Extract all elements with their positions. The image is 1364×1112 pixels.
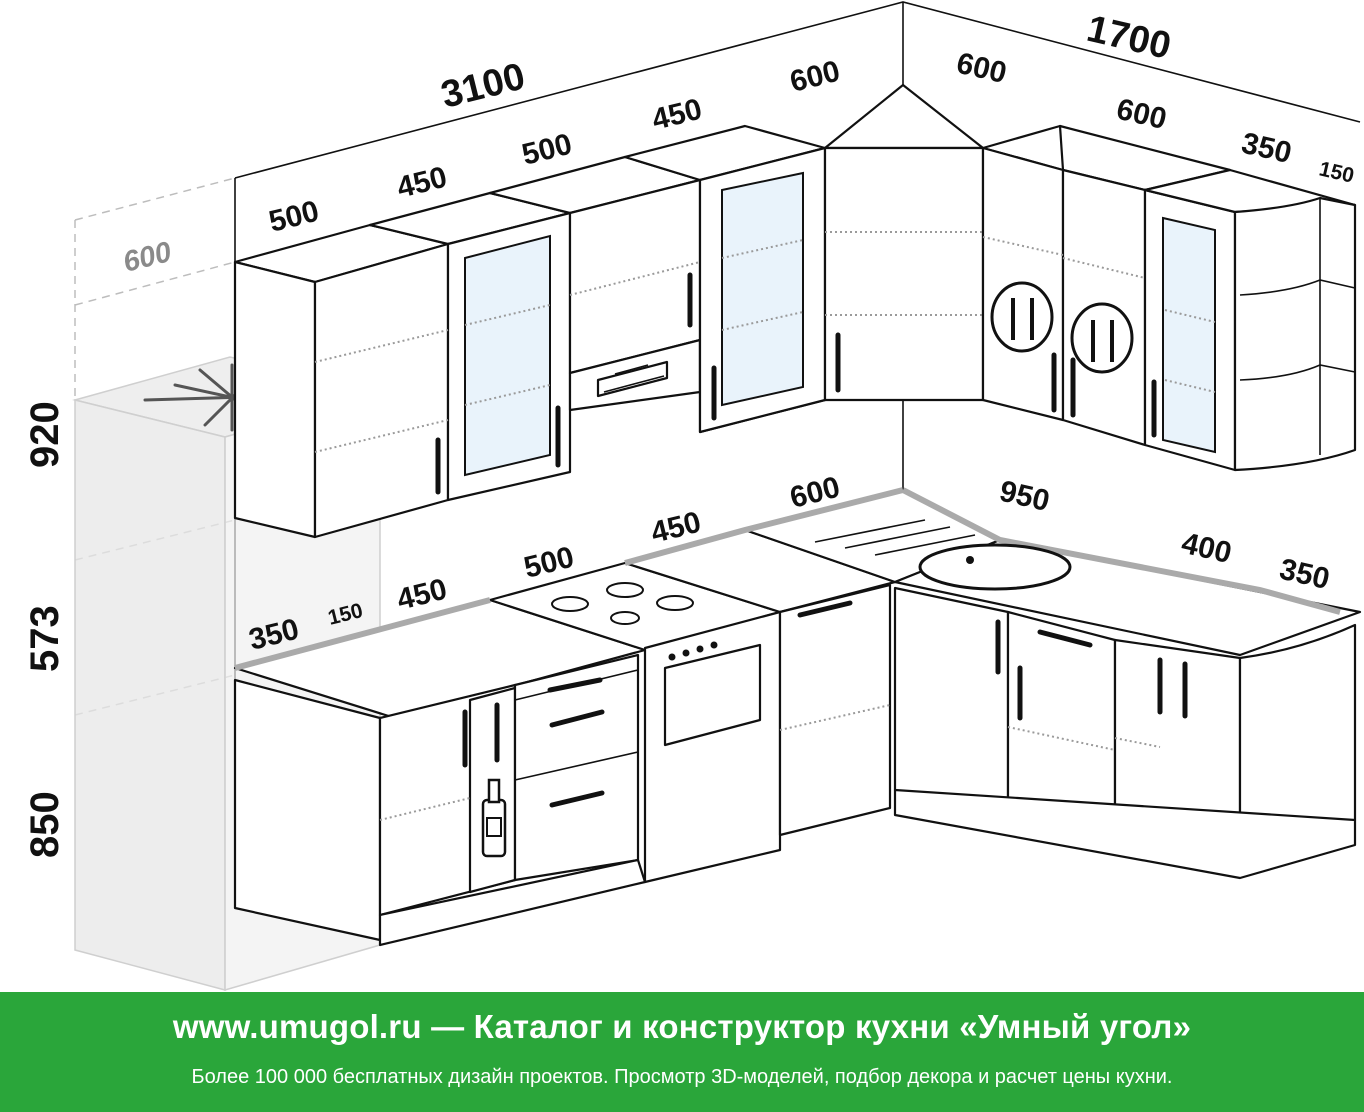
dim-upper-left-5: 600 — [787, 55, 844, 99]
dim-upper-left-2: 450 — [394, 161, 451, 205]
fork-knife-icon — [990, 281, 1134, 374]
upper-cabinets-right — [981, 124, 1357, 472]
kitchen-diagram: 3100 1700 500 450 500 450 600 600 600 35… — [23, 1, 1362, 991]
dim-top-left-total: 3100 — [437, 56, 529, 117]
dim-upper-right-2: 600 — [1113, 93, 1169, 136]
side-guides — [74, 177, 236, 716]
upper-cabinets-left — [233, 124, 827, 539]
dim-upper-left-3: 500 — [519, 128, 576, 172]
footer-banner: www.umugol.ru — Каталог и конструктор ку… — [0, 992, 1364, 1112]
dim-height-middle: 573 — [23, 605, 67, 672]
hood-icon — [596, 360, 669, 398]
dim-upper-right-1: 600 — [953, 47, 1009, 90]
dim-upper-left-1: 500 — [266, 195, 323, 239]
dim-height-upper: 920 — [23, 401, 67, 468]
dim-side-depth: 600 — [120, 236, 175, 279]
dim-height-lower: 850 — [23, 791, 67, 858]
dim-upper-left-4: 450 — [649, 93, 706, 137]
upper-corner-cabinet — [823, 83, 985, 402]
sink-icon — [814, 519, 1072, 591]
dim-lower-right-1: 950 — [996, 475, 1052, 518]
lower-cabinets-left — [233, 487, 1002, 947]
dim-top-right-total: 1700 — [1083, 8, 1175, 68]
lower-cabinets-right — [814, 487, 1362, 880]
dim-upper-right-4: 150 — [1317, 157, 1356, 187]
dim-lower-right-3: 350 — [1276, 553, 1332, 596]
dim-lower-right-2: 400 — [1178, 527, 1234, 570]
footer-title[interactable]: www.umugol.ru — Каталог и конструктор ку… — [172, 1008, 1192, 1045]
bottle-icon — [481, 778, 507, 858]
stove-icon — [551, 582, 782, 884]
dim-upper-right-3: 350 — [1238, 127, 1294, 170]
footer-subtitle: Более 100 000 бесплатных дизайн проектов… — [191, 1066, 1173, 1088]
